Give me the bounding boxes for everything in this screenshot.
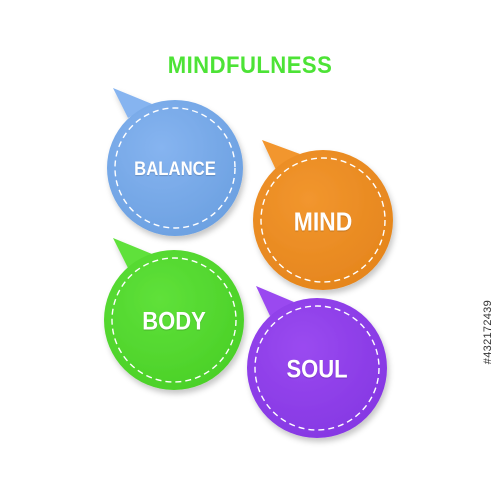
page-title: MINDFULNESS: [167, 52, 333, 79]
bubble-tail: [256, 286, 294, 316]
stock-id-watermark: #432172439: [482, 300, 494, 365]
bubble-circle: [247, 298, 387, 438]
bubble-label-mind: MIND: [293, 206, 353, 237]
bubble-label-body: BODY: [142, 307, 206, 336]
bubble-tail: [113, 238, 152, 268]
bubble-circle: [104, 250, 244, 390]
dashed-stitch-ring: [114, 107, 236, 229]
dashed-stitch-ring: [111, 257, 237, 383]
bubble-tail: [262, 140, 300, 170]
bubble-label-balance: BALANCE: [134, 159, 216, 180]
dashed-stitch-ring: [254, 305, 380, 431]
dashed-stitch-ring: [260, 157, 386, 283]
bubble-circle: [253, 150, 393, 290]
bubble-label-soul: SOUL: [286, 355, 348, 384]
bubble-circle: [107, 100, 243, 236]
bubble-tail: [113, 88, 152, 118]
